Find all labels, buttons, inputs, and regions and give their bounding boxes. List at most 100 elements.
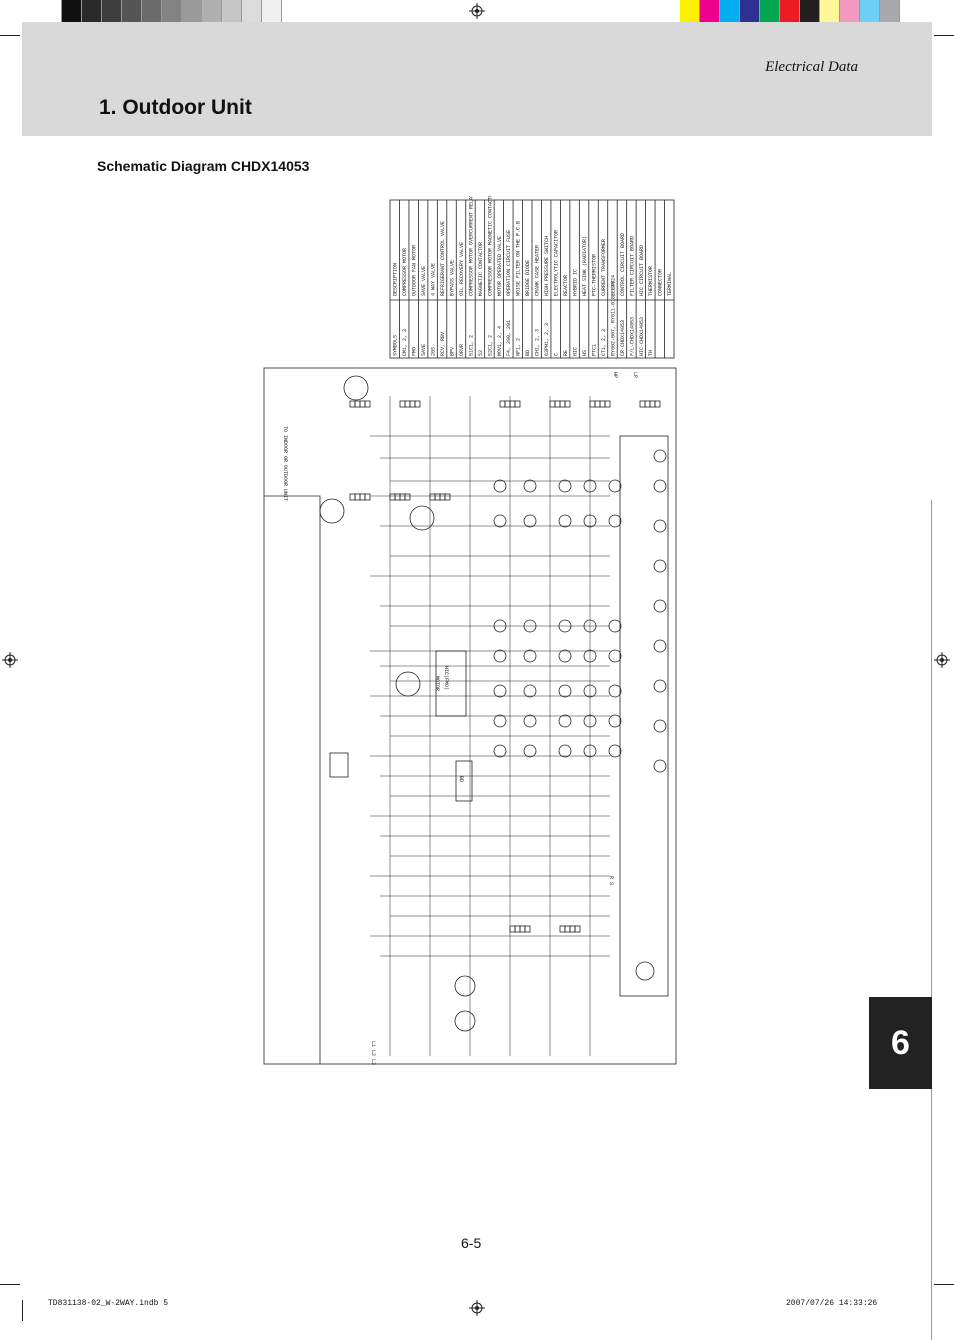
connector-pin xyxy=(504,400,511,408)
connector-pin xyxy=(564,925,571,933)
relay-coil-icon xyxy=(608,714,622,728)
connector-pin xyxy=(559,400,566,408)
output-load-icon xyxy=(653,679,667,693)
relay-coil-icon xyxy=(583,514,597,528)
gray-swatch xyxy=(202,0,222,22)
legend-description: CURRENT TRANSFORMER xyxy=(601,239,607,296)
connector-pin xyxy=(359,493,366,501)
footer-file-info: TD831138-02_W-2WAY.indb 5 xyxy=(48,1299,169,1308)
bridge-diode-block xyxy=(455,760,473,802)
legend-description: FILTER CIRCUIT BOARD xyxy=(629,236,635,296)
relay-coil-icon xyxy=(583,684,597,698)
legend-description: HIC CIRCUIT BOARD xyxy=(639,245,645,296)
legend-symbol: C xyxy=(554,353,560,356)
color-swatch xyxy=(740,0,760,22)
connector-pin xyxy=(589,400,596,408)
output-load-icon xyxy=(653,559,667,573)
color-calibration-bar xyxy=(680,0,900,22)
legend-symbol: F/L-CHDX14053 xyxy=(629,317,635,356)
color-swatch xyxy=(680,0,700,22)
legend-description: THERMISTOR xyxy=(648,266,654,296)
color-swatch xyxy=(880,0,900,22)
motor-mov2-icon xyxy=(319,498,345,524)
legend-description: CONTROL CIRCUIT BOARD xyxy=(620,233,626,296)
relay-coil-icon xyxy=(558,619,572,633)
legend-description: OUTDOOR FAN MOTOR xyxy=(412,245,418,296)
relay-coil-icon xyxy=(558,649,572,663)
motor-mov1-icon xyxy=(343,375,369,401)
gray-swatch xyxy=(62,0,82,22)
legend-description: COMPRESSOR MOTOR xyxy=(402,248,408,296)
relay-coil-icon xyxy=(608,479,622,493)
color-swatch xyxy=(720,0,740,22)
relay-coil-icon xyxy=(583,714,597,728)
output-load-icon xyxy=(653,719,667,733)
legend-description: MAGNETIC CONTACTOR xyxy=(478,242,484,296)
relay-coil-icon xyxy=(523,744,537,758)
relay-coil-icon xyxy=(493,649,507,663)
connector-pin xyxy=(509,925,516,933)
crop-mark xyxy=(22,1300,23,1321)
legend-description: HIGH PRESSURE SWITCH xyxy=(544,236,550,296)
legend-symbol: 52 xyxy=(478,350,484,356)
footer-timestamp: 2007/07/26 14:33:26 xyxy=(786,1299,878,1308)
legend-symbol: SYMBOLS xyxy=(393,335,399,356)
gray-swatch xyxy=(102,0,122,22)
relay-coil-icon xyxy=(608,744,622,758)
legend-symbol: ORVR xyxy=(459,344,465,356)
legend-description: OPERATION CIRCUIT FUSE xyxy=(506,230,512,296)
connector-pin xyxy=(394,493,401,501)
legend-symbol: RE xyxy=(563,350,569,356)
relay-coil-icon xyxy=(558,744,572,758)
color-swatch xyxy=(760,0,780,22)
page-number: 6-5 xyxy=(461,1235,482,1251)
connector-pin xyxy=(514,400,521,408)
registration-mark-top-icon xyxy=(469,3,485,19)
gray-swatch xyxy=(162,0,182,22)
fan-motor-icon xyxy=(395,671,421,697)
color-swatch xyxy=(800,0,820,22)
crop-mark xyxy=(0,1284,20,1285)
legend-symbol: CM1, 2, 3 xyxy=(402,329,408,356)
compressor-motor-1-icon xyxy=(454,975,476,997)
connector-pin xyxy=(364,493,371,501)
legend-description: OIL RECOVERY VALVE xyxy=(459,242,465,296)
gray-swatch xyxy=(82,0,102,22)
legend-description: COMPRESSOR MOTOR OVERCURRENT RELAY xyxy=(468,196,474,296)
power-terminal-label: L1 L2 L3 xyxy=(370,1041,376,1065)
gray-swatch xyxy=(122,0,142,22)
relay-coil-icon xyxy=(608,684,622,698)
compressor-motor-2-icon xyxy=(454,1010,476,1032)
legend-symbol: SAVE xyxy=(421,344,427,356)
connector-pin xyxy=(564,400,571,408)
connector-pin xyxy=(404,400,411,408)
registration-mark-left-icon xyxy=(2,652,18,668)
connector-pin xyxy=(429,493,436,501)
relay-coil-icon xyxy=(523,649,537,663)
relay-coil-icon xyxy=(608,514,622,528)
gray-swatch xyxy=(262,0,282,22)
relay-coil-icon xyxy=(523,714,537,728)
relay-coil-icon xyxy=(493,744,507,758)
relay-coil-icon xyxy=(558,684,572,698)
color-swatch xyxy=(860,0,880,22)
gray-swatch xyxy=(242,0,262,22)
registration-mark-bottom-icon xyxy=(469,1300,485,1316)
section-title: 1. Outdoor Unit xyxy=(99,96,252,119)
gray-swatch xyxy=(222,0,242,22)
legend-description: REACTOR xyxy=(563,275,569,296)
connector-pin xyxy=(569,925,576,933)
output-load-icon xyxy=(653,519,667,533)
connector-pin xyxy=(599,400,606,408)
connector-pin xyxy=(519,925,526,933)
legend-description: TERMINAL xyxy=(667,272,673,296)
legend-symbol: FMO xyxy=(412,347,418,356)
legend-symbol: HIC xyxy=(572,347,578,356)
connector-pin xyxy=(354,493,361,501)
schematic-frame xyxy=(263,367,677,1065)
hp-label: HP xyxy=(612,372,618,378)
relay-coil-icon xyxy=(558,714,572,728)
connector-pin xyxy=(439,493,446,501)
legend-symbol: 20S xyxy=(430,347,436,356)
color-swatch xyxy=(840,0,860,22)
